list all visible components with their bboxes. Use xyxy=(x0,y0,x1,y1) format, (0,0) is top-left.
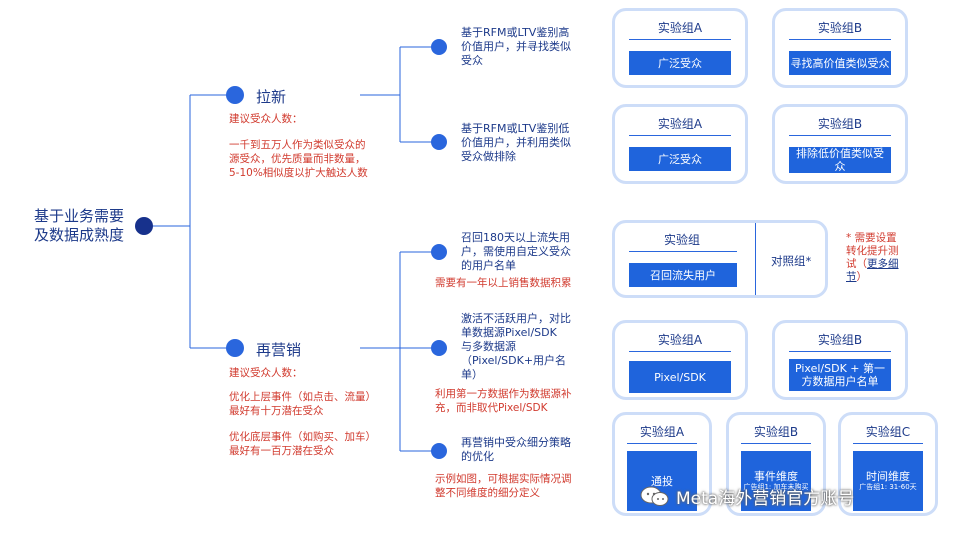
leaf-node xyxy=(431,443,447,459)
experiment-card: 实验组A Pixel/SDK xyxy=(612,320,748,400)
conversion-lift-note: * 需要设置转化提升测试（更多细节） xyxy=(846,232,899,283)
card-sub-label: 广告组1: 加车未购买 xyxy=(743,483,809,491)
root-node xyxy=(135,217,153,235)
experiment-card: 实验组C 时间维度 广告组1: 31-60天 xyxy=(838,412,938,516)
watermark: Meta海外营销官方账号 xyxy=(640,484,854,509)
branch-node-remarketing xyxy=(226,339,244,357)
card-title: 实验组B xyxy=(753,425,799,439)
leaf-desc: 基于RFM或LTV鉴别低价值用户，并利用类似受众做排除 xyxy=(461,122,571,163)
card-bar: 广泛受众 xyxy=(629,147,731,171)
leaf-desc: 召回180天以上流失用户，需使用自定义受众的用户名单 xyxy=(461,231,571,272)
leaf-desc: 基于RFM或LTV鉴别高价值用户，并寻找类似受众 xyxy=(461,26,571,67)
root-label: 基于业务需要 及数据成熟度 xyxy=(34,207,125,244)
branch-title-acquisition: 拉新 xyxy=(256,88,287,106)
acquisition-note-body: 一千到五万人作为类似受众的源受众，优先质量而非数量，5-10%相似度以扩大触达人… xyxy=(229,139,368,179)
experiment-card-with-control: 实验组 召回流失用户 对照组* xyxy=(612,220,828,298)
card-bar: Pixel/SDK + 第一方数据用户名单 xyxy=(789,359,891,391)
experiment-card: 实验组B 寻找高价值类似受众 xyxy=(772,8,908,88)
leaf-node xyxy=(431,39,447,55)
card-title: 实验组B xyxy=(817,117,863,131)
leaf-red-note: 示例如图，可根据实际情况调整不同维度的细分定义 xyxy=(435,473,572,499)
card-title: 实验组B xyxy=(817,21,863,35)
leaf-red-note: 需要有一年以上销售数据积累 xyxy=(435,277,572,289)
card-title: 实验组A xyxy=(657,21,703,35)
card-title: 实验组A xyxy=(657,333,703,347)
leaf-desc: 再营销中受众细分策略的优化 xyxy=(461,436,571,463)
card-title: 实验组C xyxy=(865,425,911,439)
card-bar: 寻找高价值类似受众 xyxy=(789,51,891,75)
branch-title-remarketing: 再营销 xyxy=(256,341,302,359)
experiment-card: 实验组A 广泛受众 xyxy=(612,8,748,88)
card-title: 实验组A xyxy=(639,425,685,439)
experiment-card: 实验组B Pixel/SDK + 第一方数据用户名单 xyxy=(772,320,908,400)
card-bar: 召回流失用户 xyxy=(629,263,737,287)
branch-node-acquisition xyxy=(226,86,244,104)
acquisition-note-label: 建议受众人数： xyxy=(229,113,303,125)
leaf-node xyxy=(431,244,447,260)
card-bar: 时间维度 广告组1: 31-60天 xyxy=(853,451,923,511)
experiment-card: 实验组A 广泛受众 xyxy=(612,104,748,184)
remarketing-note-label: 建议受众人数： xyxy=(229,367,303,379)
card-title: 实验组B xyxy=(817,333,863,347)
watermark-text: Meta海外营销官方账号 xyxy=(676,489,855,509)
remarketing-note-upper: 优化上层事件（如点击、流量）最好有十万潜在受众 xyxy=(229,391,371,417)
more-details-link[interactable]: 更多细节 xyxy=(846,258,899,283)
card-title: 实验组A xyxy=(657,117,703,131)
leaf-node xyxy=(431,340,447,356)
card-sub-label: 广告组1: 31-60天 xyxy=(859,483,917,491)
card-bar: Pixel/SDK xyxy=(629,361,731,393)
card-bar: 广泛受众 xyxy=(629,51,731,75)
wechat-icon xyxy=(640,486,669,506)
control-group-label: 对照组* xyxy=(771,254,812,268)
experiment-card: 实验组B 事件维度 广告组1: 加车未购买 xyxy=(726,412,826,516)
card-bar: 事件维度 广告组1: 加车未购买 xyxy=(741,451,811,511)
remarketing-note-lower: 优化底层事件（如购买、加车）最好有一百万潜在受众 xyxy=(229,431,371,457)
leaf-red-note: 利用第一方数据作为数据源补充，而非取代Pixel/SDK xyxy=(435,388,572,414)
card-title: 实验组 xyxy=(663,233,700,247)
leaf-node xyxy=(431,134,447,150)
card-bar: 排除低价值类似受众 xyxy=(789,147,891,173)
experiment-card: 实验组B 排除低价值类似受众 xyxy=(772,104,908,184)
leaf-desc: 激活不活跃用户，对比单数据源Pixel/SDK 与多数据源（Pixel/SDK+… xyxy=(461,312,571,381)
